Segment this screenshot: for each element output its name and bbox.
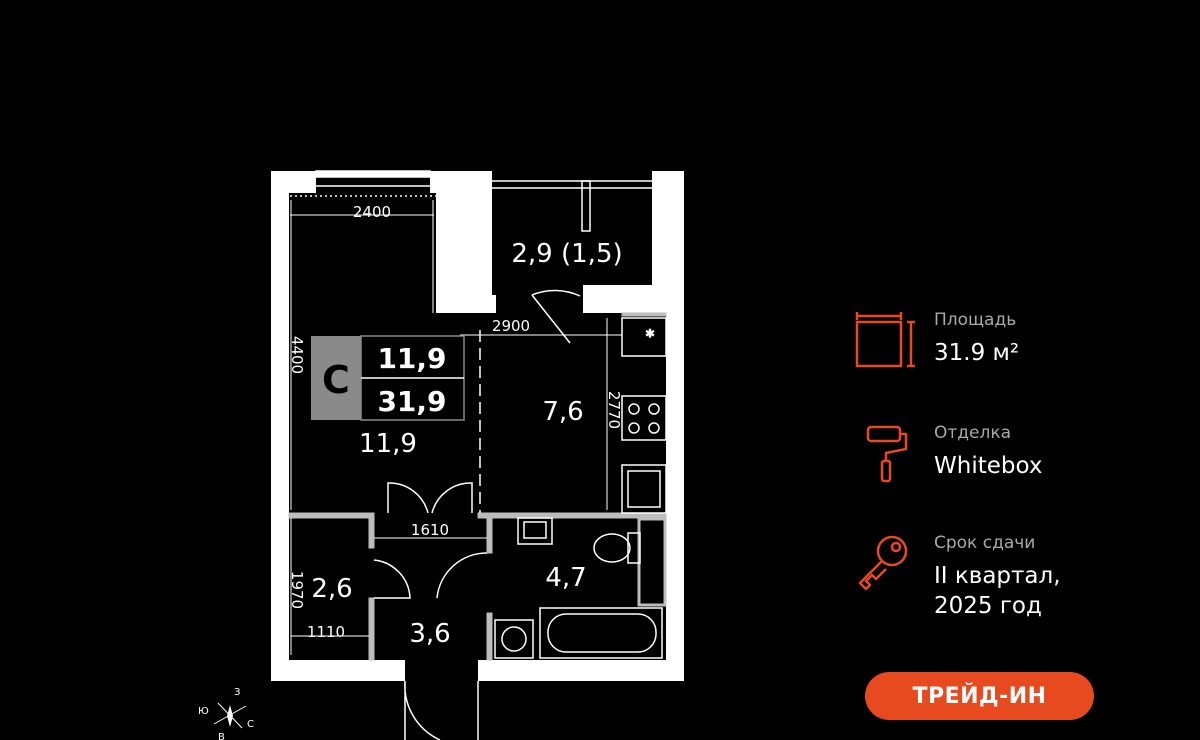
deadline-value-line1: II квартал, xyxy=(934,563,1061,589)
room-balcony-area: 2,9 (1,5) xyxy=(511,239,622,269)
key-icon xyxy=(858,535,908,591)
badge-total-area: 31,9 xyxy=(377,385,446,418)
svg-text:*: * xyxy=(646,326,654,345)
deadline-label: Срок сдачи xyxy=(934,533,1036,553)
area-value: 31.9 м² xyxy=(934,340,1020,366)
partitions xyxy=(288,312,667,661)
floor-plan: * С 11,9 31,9 11,9 2,9 (1,5) 7,6 4,7 2,6… xyxy=(198,170,684,740)
type-letter: С xyxy=(322,358,350,402)
room-kitchen-area: 7,6 xyxy=(542,397,583,427)
compass-north: З xyxy=(234,687,240,698)
room-living-area: 11,9 xyxy=(359,429,417,459)
area-icon xyxy=(855,312,915,368)
area-label: Площадь xyxy=(934,310,1017,330)
windows xyxy=(290,170,652,232)
room-hall-area: 3,6 xyxy=(409,619,450,649)
finish-label: Отделка xyxy=(934,423,1012,443)
compass-east: С xyxy=(247,719,254,730)
dim-1970: 1970 xyxy=(288,571,306,609)
kitchen-fixtures: * xyxy=(621,317,667,514)
deadline-value: II квартал, 2025 год xyxy=(934,561,1061,621)
dim-2900: 2900 xyxy=(492,317,530,335)
compass-south: В xyxy=(218,732,225,740)
compass: З Ю С В xyxy=(198,687,254,740)
dim-4400: 4400 xyxy=(288,336,306,374)
dim-1630: 1630 xyxy=(433,239,451,277)
paint-roller-icon xyxy=(866,425,908,483)
bathroom-fixtures xyxy=(494,517,663,659)
compass-west: Ю xyxy=(198,706,209,717)
trade-in-button[interactable]: ТРЕЙД-ИН xyxy=(865,672,1094,720)
finish-value: Whitebox xyxy=(934,453,1043,479)
dimension-lines xyxy=(290,200,622,655)
dim-1610: 1610 xyxy=(411,521,449,539)
dim-2770: 2770 xyxy=(605,391,623,429)
deadline-value-line2: 2025 год xyxy=(934,593,1042,619)
room-wardrobe-area: 2,6 xyxy=(311,574,352,604)
badge-living-area: 11,9 xyxy=(377,342,446,375)
walls xyxy=(271,171,684,681)
dim-2400: 2400 xyxy=(353,203,391,221)
dim-1110: 1110 xyxy=(307,623,345,641)
room-bathroom-area: 4,7 xyxy=(545,563,586,593)
apartment-type-badge: С 11,9 31,9 xyxy=(311,335,465,421)
doors xyxy=(373,289,581,740)
